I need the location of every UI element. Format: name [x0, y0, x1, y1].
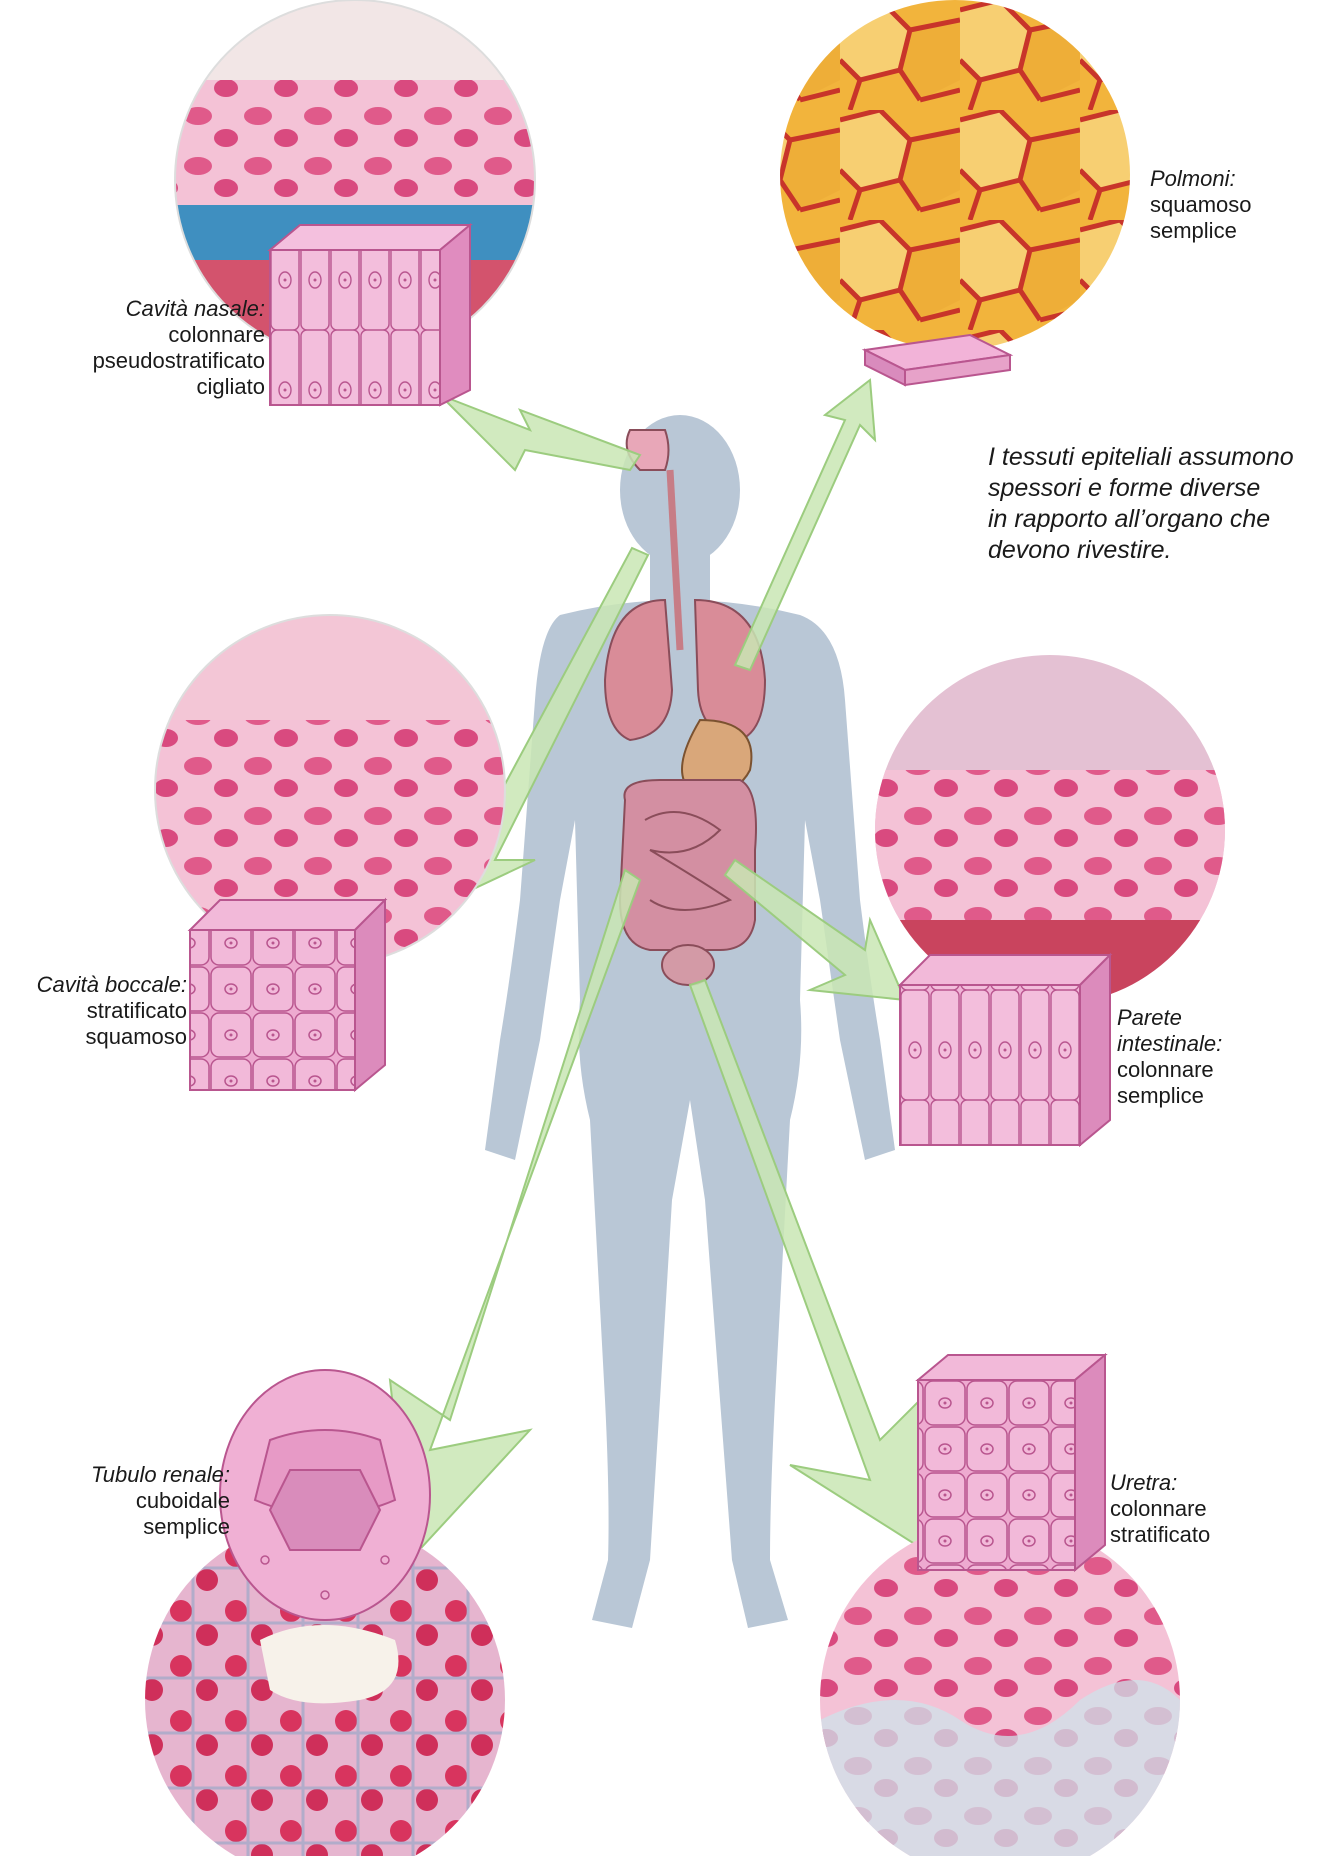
label-intestine-title2: intestinale:: [1117, 1031, 1317, 1057]
label-kidney-line2: semplice: [40, 1514, 230, 1540]
label-intestine-line2: semplice: [1117, 1083, 1317, 1109]
arrow-nasal: [440, 395, 640, 470]
kidney-cell-block: [220, 1370, 430, 1620]
label-kidney-line1: cuboidale: [40, 1488, 230, 1514]
label-lungs-line2: semplice: [1150, 218, 1330, 244]
caption-line4: devono rivestire.: [988, 535, 1328, 566]
urethra-cell-block: [918, 1355, 1105, 1570]
label-nasal-title: Cavità nasale:: [20, 296, 265, 322]
label-kidney-title: Tubulo renale:: [40, 1462, 230, 1488]
label-intestine: Parete intestinale: colonnare semplice: [1117, 1005, 1317, 1109]
label-nasal: Cavità nasale: colonnare pseudostratific…: [20, 296, 265, 400]
label-urethra-line2: stratificato: [1110, 1522, 1310, 1548]
label-lungs-title: Polmoni:: [1150, 166, 1330, 192]
label-nasal-line1: colonnare: [20, 322, 265, 348]
caption: I tessuti epiteliali assumono spessori e…: [988, 442, 1328, 566]
label-mouth-line2: squamoso: [0, 1024, 187, 1050]
human-body-silhouette: [485, 415, 895, 1628]
label-intestine-title: Parete: [1117, 1005, 1317, 1031]
caption-line1: I tessuti epiteliali assumono: [988, 442, 1328, 473]
label-intestine-line1: colonnare: [1117, 1057, 1317, 1083]
label-lungs: Polmoni: squamoso semplice: [1150, 166, 1330, 244]
nasal-cell-block: [270, 225, 470, 405]
label-nasal-line3: cigliato: [20, 374, 265, 400]
label-kidney: Tubulo renale: cuboidale semplice: [40, 1462, 230, 1540]
label-urethra-title: Uretra:: [1110, 1470, 1310, 1496]
label-lungs-line1: squamoso: [1150, 192, 1330, 218]
kidney-tissue-view: [140, 1370, 510, 1856]
caption-line2: spessori e forme diverse: [988, 473, 1328, 504]
caption-line3: in rapporto all’organo che: [988, 504, 1328, 535]
lung-tissue-view: [780, 0, 1130, 385]
intestine-cell-block: [900, 955, 1110, 1145]
mouth-cell-block: [190, 900, 385, 1090]
bladder-icon: [662, 945, 714, 985]
label-nasal-line2: pseudostratificato: [20, 348, 265, 374]
label-urethra: Uretra: colonnare stratificato: [1110, 1470, 1310, 1548]
label-mouth: Cavità boccale: stratificato squamoso: [0, 972, 187, 1050]
label-mouth-title: Cavità boccale:: [0, 972, 187, 998]
mouth-tissue-view: [150, 610, 510, 1090]
label-mouth-line1: stratificato: [0, 998, 187, 1024]
label-urethra-line1: colonnare: [1110, 1496, 1310, 1522]
